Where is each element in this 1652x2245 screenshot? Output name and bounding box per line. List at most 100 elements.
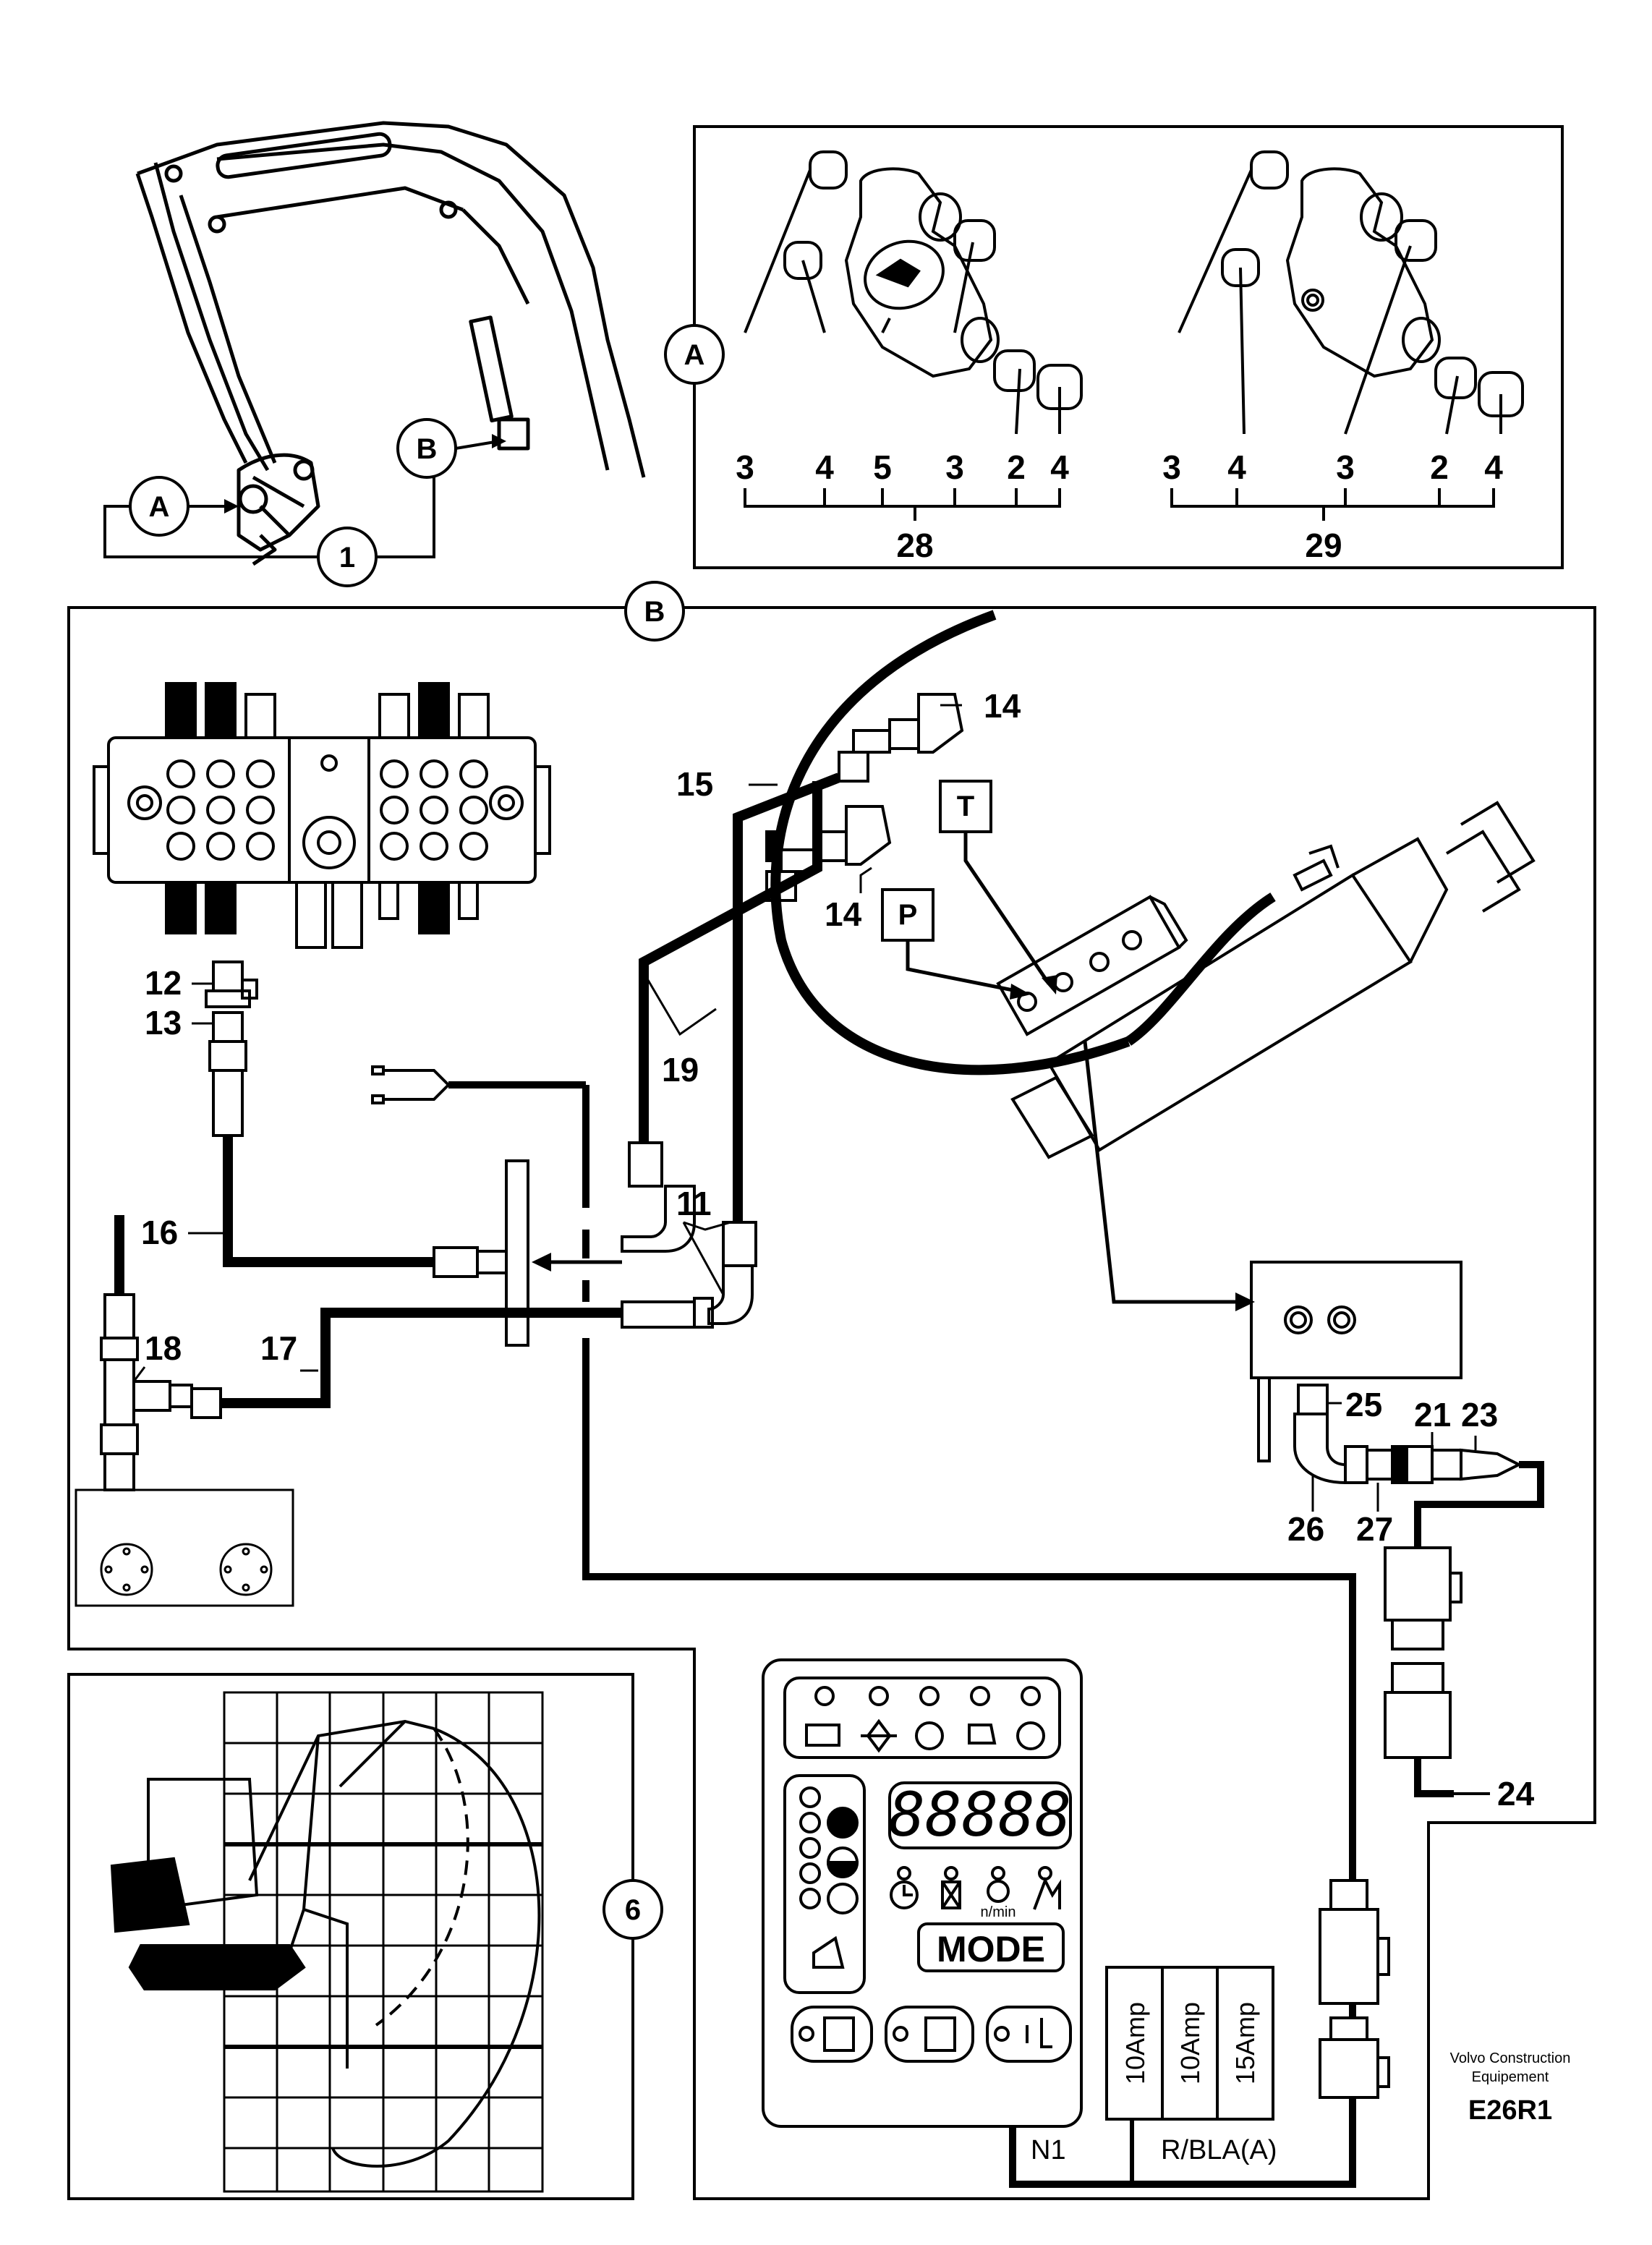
range-grid xyxy=(223,1691,544,2193)
kit-28-part-1: 3 xyxy=(736,448,754,486)
panel-wiring xyxy=(1009,2097,1356,2188)
callout-circle-b-detail xyxy=(624,581,685,642)
harness-connector xyxy=(371,1065,451,1104)
kit-29-part-4: 2 xyxy=(1430,448,1449,486)
cylinder-manifold xyxy=(996,801,1536,1159)
part-14-lower: 14 xyxy=(825,895,862,933)
instrument-panel xyxy=(762,1658,1083,2128)
kit-28-bracket xyxy=(744,488,1061,521)
part-21: 21 xyxy=(1414,1396,1451,1434)
part-19: 19 xyxy=(662,1051,699,1089)
detail-b-frame xyxy=(67,606,1596,2200)
control-valve-block xyxy=(93,682,551,949)
machine-silhouette xyxy=(110,1719,541,2168)
cable-24 xyxy=(1414,1758,1454,1797)
battery-icon xyxy=(805,1724,840,1747)
hourglass-icon xyxy=(941,1880,961,1909)
kit-28-label: 28 xyxy=(896,527,933,564)
part-11: 11 xyxy=(676,1185,712,1222)
hose-17 xyxy=(221,1308,622,1408)
callout-6: 6 xyxy=(625,1894,641,1926)
valve-feed-line xyxy=(1083,1041,1240,1304)
kit-28-part-5: 2 xyxy=(1007,448,1026,486)
callout-circle-a-detail xyxy=(664,324,725,385)
link-kit-29-drawing xyxy=(1178,150,1524,435)
rpm-unit: n/min xyxy=(981,1904,1016,1920)
kit-29-part-5: 4 xyxy=(1484,448,1503,486)
pump xyxy=(74,1488,294,1607)
part-13: 13 xyxy=(145,1004,182,1041)
fittings-25-27 xyxy=(1293,1384,1523,1485)
detail-6-frame xyxy=(67,1673,634,2200)
fuse-1: 10Amp xyxy=(1120,2002,1150,2084)
part-12: 12 xyxy=(145,964,182,1002)
fuse-block xyxy=(1105,1966,1274,2121)
connectors-panel xyxy=(1319,1879,1390,2099)
link-kit-28-drawing xyxy=(744,150,1083,435)
part-18: 18 xyxy=(145,1329,182,1367)
wire-n1: N1 xyxy=(1031,2135,1066,2165)
fittings-12-13 xyxy=(205,960,258,1137)
kit-28-part-4: 3 xyxy=(945,448,964,486)
overview-callouts xyxy=(103,418,500,587)
boom-overview xyxy=(135,121,646,566)
valve-box xyxy=(1250,1261,1462,1462)
wire-rbla: R/BLA(A) xyxy=(1161,2135,1277,2165)
coolant-temp-icon xyxy=(915,1721,944,1750)
heater-icon xyxy=(823,2016,855,2052)
kit-28-part-3: 5 xyxy=(873,448,892,486)
kit-29-part-3: 3 xyxy=(1336,448,1355,486)
callout-a-overview: A xyxy=(149,491,170,523)
callout-b-overview: B xyxy=(417,433,438,465)
hose-19 xyxy=(639,781,822,1143)
fuel-icon xyxy=(1033,1877,1061,1910)
port-t-box xyxy=(939,780,992,833)
callout-a-detail: A xyxy=(684,339,705,371)
warning-icon xyxy=(1026,2018,1052,2048)
air-filter-icon xyxy=(968,1724,997,1745)
brand-line-2: Equipement xyxy=(1472,2069,1549,2085)
water-separator-icon xyxy=(1016,1721,1045,1750)
part-17: 17 xyxy=(260,1329,297,1367)
part-27: 27 xyxy=(1356,1510,1393,1548)
callout-b-detail: B xyxy=(644,596,665,628)
hose-16 xyxy=(223,1136,434,1267)
part-15: 15 xyxy=(676,765,713,803)
fitting-18 xyxy=(100,1293,222,1491)
panel-display: 88888 xyxy=(889,1779,1072,1850)
connectors-24 xyxy=(1384,1546,1462,1759)
diagram-code: E26R1 xyxy=(1468,2095,1552,2126)
hose-arc xyxy=(770,610,1131,1075)
hose-16-end xyxy=(433,1246,508,1278)
mode-button[interactable]: MODE xyxy=(937,1929,1045,1969)
clock-icon xyxy=(890,1880,919,1909)
preheat-icon xyxy=(924,2016,956,2052)
part-23: 23 xyxy=(1461,1396,1498,1434)
callout-circle-6 xyxy=(603,1879,663,1940)
fitting-14-upper xyxy=(838,693,964,783)
kit-29-part-1: 3 xyxy=(1162,448,1181,486)
harness-main xyxy=(582,1085,1356,1786)
part-16: 16 xyxy=(141,1214,178,1251)
rpm-icon xyxy=(987,1880,1010,1903)
part-24: 24 xyxy=(1497,1775,1535,1812)
mounting-plate xyxy=(505,1159,529,1347)
part-25: 25 xyxy=(1345,1386,1382,1423)
hose-15 xyxy=(733,772,841,1222)
kit-28-part-2: 4 xyxy=(815,448,834,486)
mode-button-frame xyxy=(917,1922,1065,1972)
leader-lines xyxy=(132,704,1477,1512)
kit-29-part-2: 4 xyxy=(1227,448,1246,486)
oil-pressure-icon xyxy=(861,1718,897,1753)
kit-29-bracket xyxy=(1170,488,1495,521)
fuse-3: 15Amp xyxy=(1230,2002,1260,2084)
port-p: P xyxy=(898,899,918,931)
brand-line-1: Volvo Construction xyxy=(1450,2050,1571,2066)
kit-28-part-6: 4 xyxy=(1050,448,1069,486)
sensor-cable xyxy=(1414,1461,1544,1548)
part-14-upper: 14 xyxy=(984,687,1021,725)
part-26: 26 xyxy=(1287,1510,1324,1548)
port-t: T xyxy=(957,791,974,822)
fuse-2: 10Amp xyxy=(1175,2002,1205,2084)
